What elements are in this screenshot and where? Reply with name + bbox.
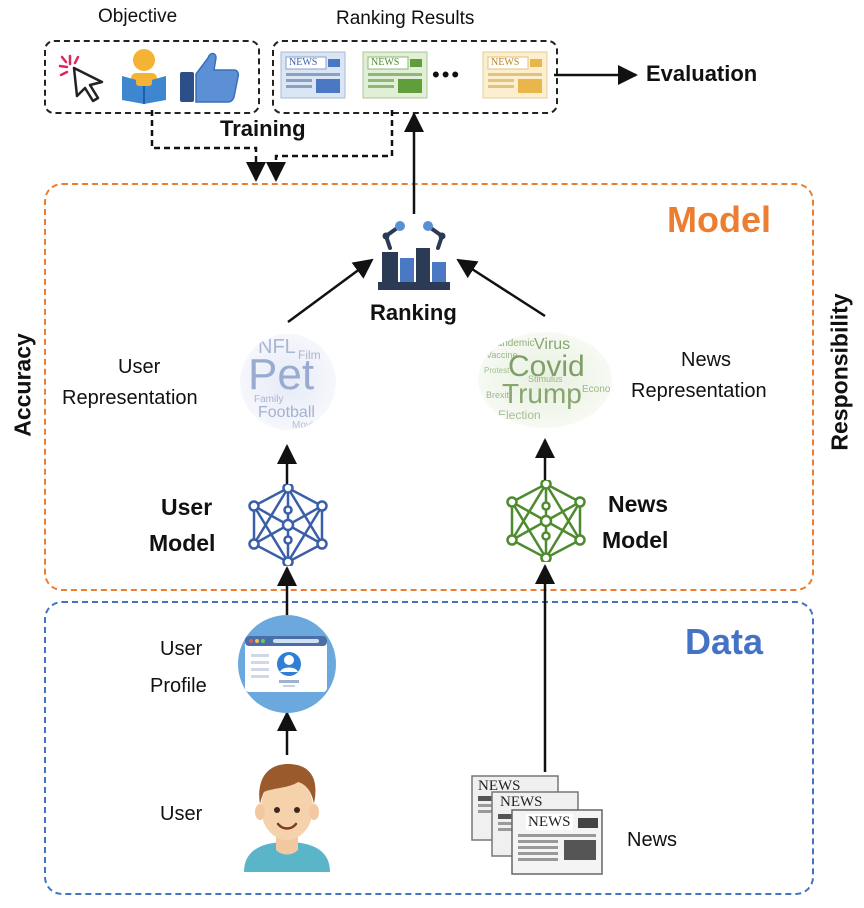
model-title: Model — [667, 199, 771, 240]
user-profile-label-line1: User — [160, 638, 203, 660]
data-region — [44, 601, 814, 895]
ranking-results-label: Ranking Results — [336, 8, 475, 29]
news-thumbnail-2-tag: NEWS — [371, 57, 400, 68]
newspaper-2-tag: NEWS — [500, 794, 543, 810]
ranking-label: Ranking — [370, 300, 457, 325]
evaluation-label: Evaluation — [646, 61, 758, 86]
newspaper-3-tag: NEWS — [526, 814, 573, 830]
news-cloud-word: Economy — [582, 384, 612, 395]
thumbs-up-icon — [180, 52, 240, 103]
user-avatar-icon — [244, 764, 330, 872]
user-label: User — [160, 803, 203, 825]
user-profile-icon — [238, 615, 336, 713]
click-icon — [58, 54, 104, 103]
news-cloud-word: Virus — [534, 336, 571, 353]
user-cloud-word: Family — [254, 394, 284, 405]
user-model-label-line2: Model — [149, 530, 216, 556]
news-thumbnail-1: NEWS — [280, 51, 346, 99]
news-cloud-word: Brexit — [486, 390, 510, 400]
user-model-network-icon — [248, 484, 328, 566]
user-representation-label-line1: User — [118, 356, 161, 378]
user-cloud-word: NFL — [258, 336, 296, 358]
reading-icon — [122, 49, 166, 104]
news-cloud-word: Pandemic — [490, 338, 535, 349]
ranking-robot-icon — [378, 221, 450, 290]
news-word-cloud: Pandemic Virus Vaccine Covid Trump Stimu… — [478, 332, 612, 428]
news-model-label-line1: News — [608, 491, 669, 517]
news-thumbnail-3: NEWS — [482, 51, 548, 99]
news-cloud-word: Trump — [502, 378, 582, 409]
news-model-label-line2: Model — [602, 527, 669, 553]
user-cloud-word: Film — [298, 348, 321, 362]
user-cloud-word: Football — [258, 404, 315, 421]
news-cloud-word: Stimulus — [528, 374, 563, 384]
user-cloud-word: Pet — [248, 350, 315, 399]
news-thumbnail-1-tag: NEWS — [289, 57, 318, 68]
news-thumbnail-3-tag: NEWS — [491, 57, 520, 68]
model-region — [44, 183, 814, 591]
user-profile-label-line2: Profile — [150, 675, 207, 697]
news-representation-label-line2: Representation — [631, 380, 767, 402]
accuracy-label: Accuracy — [9, 333, 36, 437]
news-model-network-icon — [506, 480, 586, 562]
results-ellipsis: ••• — [432, 62, 462, 87]
user-model-label-line1: User — [161, 494, 213, 520]
responsibility-label: Responsibility — [826, 293, 853, 451]
newspaper-1-tag: NEWS — [478, 778, 521, 794]
news-label: News — [627, 829, 678, 851]
news-cloud-word: Protest — [484, 366, 510, 375]
news-cloud-word: Covid — [508, 350, 585, 383]
user-cloud-word: Movie — [292, 420, 319, 430]
data-title: Data — [685, 621, 764, 662]
newspapers-icon: NEWS NEWS NEWS — [470, 774, 606, 876]
news-cloud-word: Election — [498, 408, 541, 422]
news-representation-label-line1: News — [681, 349, 732, 371]
news-thumbnail-2: NEWS — [362, 51, 428, 99]
user-word-cloud: NFL Pet Film Family Football Movie — [240, 334, 336, 430]
news-cloud-word: Vaccine — [486, 350, 518, 360]
objective-label: Objective — [98, 6, 178, 27]
user-representation-label-line2: Representation — [62, 387, 198, 409]
training-label: Training — [220, 116, 306, 141]
